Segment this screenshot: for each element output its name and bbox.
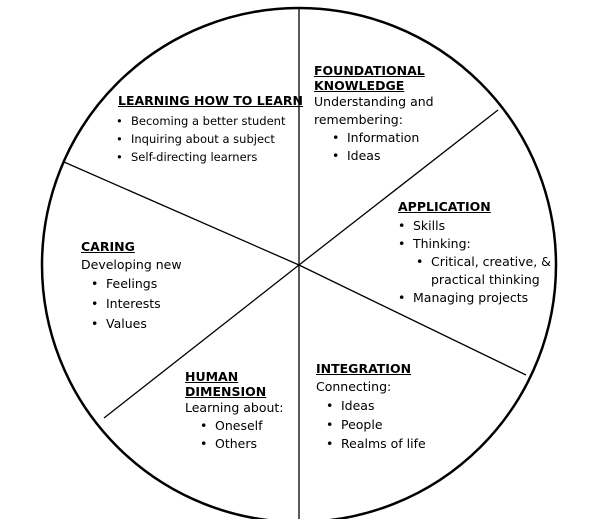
segment-foundational-knowledge: FOUNDATIONAL KNOWLEDGE Understanding and… bbox=[314, 63, 434, 165]
human-list: Oneself Others bbox=[198, 417, 284, 453]
list-item: Becoming a better student bbox=[114, 112, 303, 130]
foundational-list: Information Ideas bbox=[330, 129, 434, 165]
learning-list: Becoming a better student Inquiring abou… bbox=[114, 112, 303, 166]
human-title-line2: DIMENSION bbox=[185, 384, 267, 399]
list-item: Values bbox=[89, 314, 182, 334]
learning-title: LEARNING HOW TO LEARN bbox=[118, 93, 303, 108]
list-item: Critical, creative, & practical thinking bbox=[414, 253, 551, 289]
integration-intro: Connecting: bbox=[316, 379, 392, 394]
segment-learning-how-to-learn: LEARNING HOW TO LEARN Becoming a better … bbox=[114, 93, 303, 166]
list-item: Managing projects bbox=[396, 289, 551, 307]
sub-line-2: practical thinking bbox=[431, 272, 540, 287]
divider-upper-right bbox=[298, 109, 499, 266]
application-list: Skills Thinking: bbox=[396, 217, 551, 253]
list-item: Realms of life bbox=[324, 434, 426, 453]
list-item: Oneself bbox=[198, 417, 284, 435]
human-intro: Learning about: bbox=[185, 400, 284, 415]
segment-caring: CARING Developing new Feelings Interests… bbox=[81, 239, 182, 334]
list-item: People bbox=[324, 415, 426, 434]
list-item: Self-directing learners bbox=[114, 148, 303, 166]
list-item: Ideas bbox=[330, 147, 434, 165]
list-item: Interests bbox=[89, 294, 182, 314]
application-title: APPLICATION bbox=[398, 199, 491, 214]
list-item: Ideas bbox=[324, 396, 426, 415]
list-item: Skills bbox=[396, 217, 551, 235]
list-item: Others bbox=[198, 435, 284, 453]
divider-lower-right bbox=[298, 264, 527, 376]
segment-integration: INTEGRATION Connecting: Ideas People Rea… bbox=[316, 361, 426, 453]
foundational-title-line1: FOUNDATIONAL bbox=[314, 63, 425, 78]
segment-human-dimension: HUMAN DIMENSION Learning about: Oneself … bbox=[185, 369, 284, 453]
list-item: Inquiring about a subject bbox=[114, 130, 303, 148]
segment-application: APPLICATION Skills Thinking: Critical, c… bbox=[396, 199, 551, 307]
application-list-last: Managing projects bbox=[396, 289, 551, 307]
integration-title: INTEGRATION bbox=[316, 361, 412, 376]
divider-lower-left bbox=[103, 264, 300, 419]
list-item: Thinking: bbox=[396, 235, 551, 253]
foundational-intro-line1: Understanding and bbox=[314, 94, 434, 109]
caring-intro: Developing new bbox=[81, 257, 182, 272]
application-sublist: Critical, creative, & practical thinking bbox=[414, 253, 551, 289]
human-title-line1: HUMAN bbox=[185, 369, 239, 384]
sub-line-1: Critical, creative, & bbox=[431, 254, 551, 269]
caring-list: Feelings Interests Values bbox=[89, 274, 182, 334]
foundational-intro-line2: remembering: bbox=[314, 112, 403, 127]
list-item: Information bbox=[330, 129, 434, 147]
caring-title: CARING bbox=[81, 239, 135, 254]
foundational-title-line2: KNOWLEDGE bbox=[314, 78, 405, 93]
list-item: Feelings bbox=[89, 274, 182, 294]
integration-list: Ideas People Realms of life bbox=[324, 396, 426, 453]
divider-upper-left bbox=[63, 161, 300, 266]
